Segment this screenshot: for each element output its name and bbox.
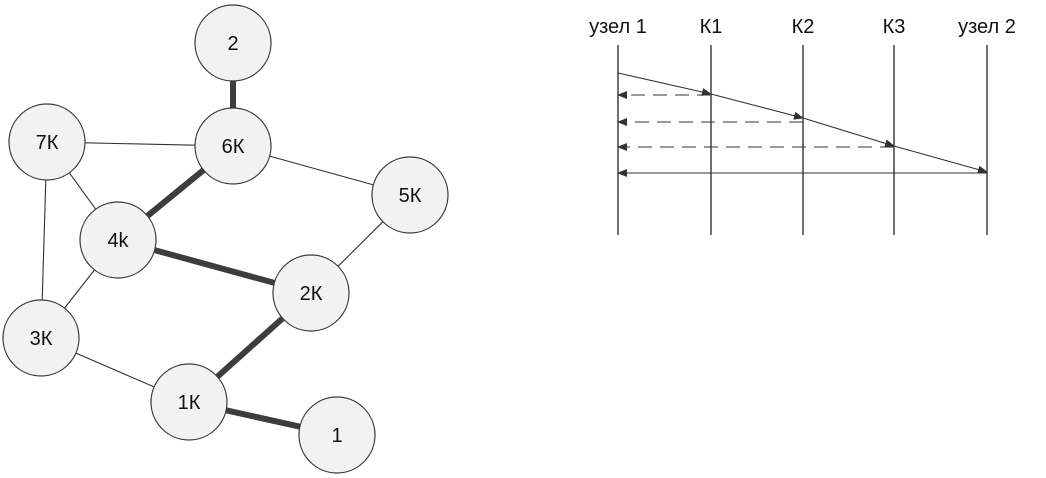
node-circle — [194, 4, 272, 82]
network-link-n6K-n5K — [269, 155, 374, 186]
network-node-n6K: 6К — [194, 107, 272, 185]
network-link-n7K-n6K — [84, 142, 196, 146]
node-circle — [2, 299, 80, 377]
lane-label-l0: узел 1 — [589, 16, 647, 38]
node-circle — [194, 107, 272, 185]
network-node-n1: 1 — [298, 396, 376, 474]
lane-label-l1: К1 — [700, 16, 723, 38]
route-link-n1K-n1 — [225, 407, 301, 430]
node-label: 5К — [399, 185, 422, 207]
network-link-n5K-n2K — [337, 221, 384, 267]
message-arrow-l3-l4 — [893, 145, 988, 174]
route-link-n6K-n4k — [145, 167, 206, 219]
node-label: 3К — [30, 328, 53, 350]
lane-label-l4: узел 2 — [958, 16, 1016, 38]
network-node-n4k: 4k — [79, 201, 157, 279]
network-node-n3K: 3К — [2, 299, 80, 377]
node-circle — [8, 103, 86, 181]
node-label: 2 — [227, 33, 238, 55]
node-circle — [298, 396, 376, 474]
node-circle — [150, 363, 228, 441]
network-node-n2K: 2К — [272, 254, 350, 332]
route-link-n2K-n1K — [215, 316, 285, 379]
message-arrow-l0-l1 — [617, 72, 712, 96]
network-link-n7K-n3K — [41, 179, 47, 301]
network-link-n4k-n3K — [64, 269, 95, 309]
network-node-n1K: 1К — [150, 363, 228, 441]
lane-label-l2: К2 — [792, 16, 815, 38]
lane-label-l3: К3 — [883, 16, 906, 38]
node-circle — [272, 254, 350, 332]
message-arrow-l2-l3 — [802, 117, 895, 148]
node-label: 7К — [36, 132, 59, 154]
network-node-n7K: 7К — [8, 103, 86, 181]
message-arrow-l1-l2 — [710, 93, 804, 120]
network-node-n5K: 5К — [371, 156, 449, 234]
node-label: 1 — [331, 425, 342, 447]
network-link-n7K-n4k — [68, 172, 97, 210]
network-nodes: 2 6К 7К 5К 4k 2К 3К 1К 1 — [2, 4, 449, 474]
sequence-diagram: узел 1 К1 К2 К3 узел 2 — [589, 16, 1016, 235]
route-link-n4k-n2K — [153, 247, 276, 286]
node-circle — [79, 201, 157, 279]
node-label: 4k — [107, 230, 129, 252]
network-node-n2: 2 — [194, 4, 272, 82]
node-circle — [371, 156, 449, 234]
network-link-n3K-n1K — [75, 352, 155, 388]
node-label: 2К — [300, 283, 323, 305]
node-label: 1К — [178, 392, 201, 414]
network-links — [41, 81, 384, 430]
node-label: 6К — [222, 136, 245, 158]
